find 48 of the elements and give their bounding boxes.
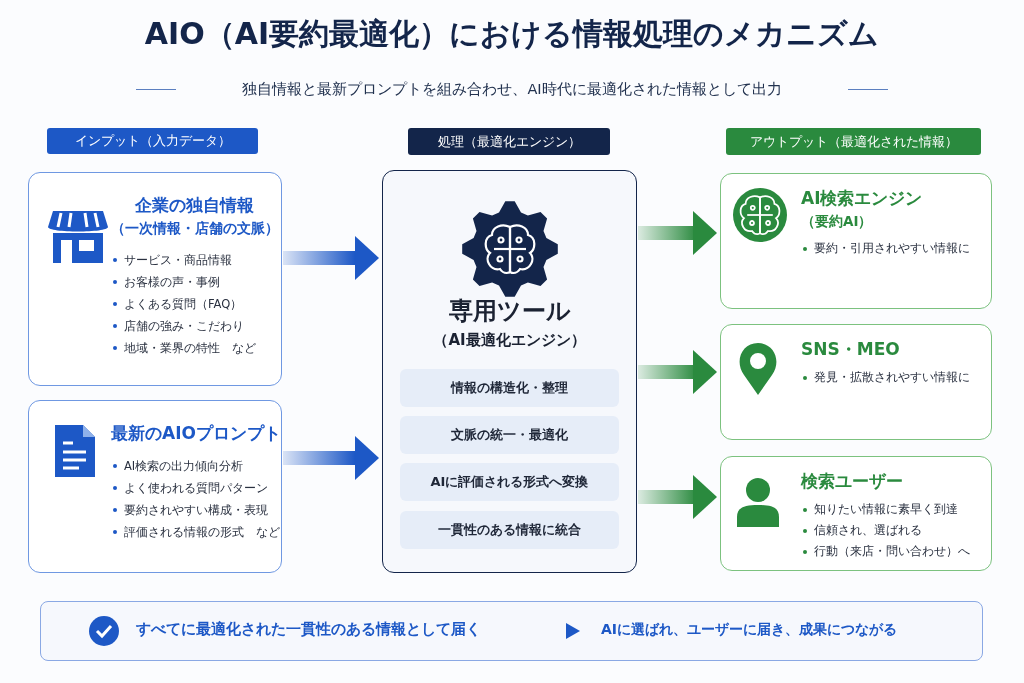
section-badge xyxy=(47,128,258,154)
badge-label: 処理（最適化エンジン） xyxy=(436,133,582,151)
badge-label: インプット（入力データ） xyxy=(73,132,232,150)
arrow xyxy=(283,236,379,280)
arrow xyxy=(638,211,717,255)
summary-banner xyxy=(40,601,983,661)
input-card xyxy=(28,400,282,573)
title: AIO（AI要約最適化）における情報処理のメカニズム xyxy=(143,15,881,53)
bullet-item: サービス・商品情報 xyxy=(111,249,277,271)
step-label: 文脈の統一・最適化 xyxy=(450,426,569,444)
bullet-item: 要約されやすい構成・表現 xyxy=(111,499,277,521)
summary-text: すべてに最適化された一貫性のある情報として届く xyxy=(136,620,481,639)
output-card xyxy=(720,173,992,309)
card-heading: 企業の独自情報 xyxy=(133,194,255,217)
bullet-item: 地域・業界の特性 など xyxy=(111,337,277,359)
badge-label: アウトプット（最適化された情報） xyxy=(748,133,959,151)
bullet-item: よくある質問（FAQ） xyxy=(111,293,277,315)
bullet-item: お客様の声・事例 xyxy=(111,271,277,293)
card-heading: 検索ユーザー xyxy=(801,470,904,493)
bullet-item: 知りたい情報に素早く到達 xyxy=(801,499,985,520)
subtitle: 独自情報と最新プロンプトを組み合わせ、AI時代に最適化された情報として出力 xyxy=(242,80,782,99)
section-badge xyxy=(726,128,981,155)
arrow xyxy=(638,475,717,519)
bullet-item: AI検索の出力傾向分析 xyxy=(111,455,277,477)
card-heading: AI検索エンジン xyxy=(801,187,924,210)
section-badge xyxy=(408,128,610,155)
arrow xyxy=(283,436,379,480)
panel-heading: 専用ツール xyxy=(447,296,572,327)
card-subheading: （要約AI） xyxy=(801,212,874,231)
arrow xyxy=(638,350,717,394)
panel-subheading: （AI最適化エンジン） xyxy=(432,331,587,350)
bullet-item: 要約・引用されやすい情報に xyxy=(801,238,985,259)
result-text: AIに選ばれ、ユーザーに届き、成果につながる xyxy=(601,621,898,639)
card-heading: 最新のAIOプロンプト xyxy=(111,422,277,445)
step-label: 情報の構造化・整理 xyxy=(449,379,569,397)
step-label: 一貫性のある情報に統合 xyxy=(437,521,582,539)
input-card xyxy=(28,172,282,386)
step-label: AIに評価される形式へ変換 xyxy=(429,473,590,491)
bullet-item: 発見・拡散されやすい情報に xyxy=(801,367,985,388)
card-heading: SNS・MEO xyxy=(801,338,901,361)
bullet-item: よく使われる質問パターン xyxy=(111,477,277,499)
engine-panel xyxy=(382,170,637,573)
bullet-item: 行動（来店・問い合わせ）へ xyxy=(801,541,985,562)
bullet-item: 信頼され、選ばれる xyxy=(801,520,985,541)
output-card xyxy=(720,324,992,440)
card-subheading: （一次情報・店舗の文脈） xyxy=(111,219,277,238)
bullet-item: 店舗の強み・こだわり xyxy=(111,315,277,337)
output-card xyxy=(720,456,992,571)
